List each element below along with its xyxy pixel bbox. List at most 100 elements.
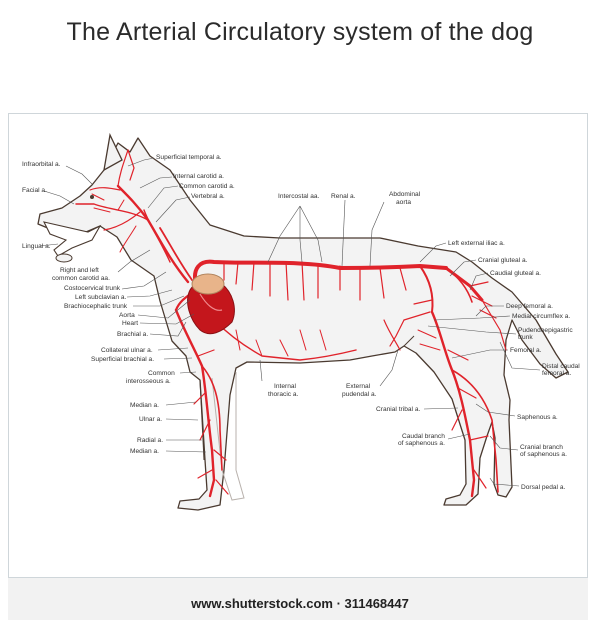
- svg-text:Abdominal: Abdominal: [389, 191, 421, 198]
- svg-text:Radial a.: Radial a.: [137, 437, 163, 444]
- label-radial: Radial a.: [137, 437, 163, 444]
- label-internal-carotid: Internal carotid a.: [173, 173, 224, 180]
- label-text: Internal carotid a.: [173, 173, 224, 180]
- label-text: Internal: [274, 383, 297, 390]
- label-text: Saphenous a.: [517, 414, 558, 421]
- svg-text:thoracic a.: thoracic a.: [268, 391, 299, 398]
- label-pudendoepigastric: Pudendoepigastric trunk: [518, 327, 573, 341]
- tongue: [55, 253, 73, 263]
- svg-text:Internal: Internal: [274, 383, 297, 390]
- footer-panel: [8, 578, 588, 620]
- leader-lines: [39, 157, 541, 487]
- label-intercostal: Intercostal aa.: [278, 193, 320, 200]
- svg-text:Infraorbital a.: Infraorbital a.: [22, 161, 61, 168]
- label-superficial-temporal: Superficial temporal a.: [156, 154, 222, 161]
- svg-text:Median a.: Median a.: [130, 448, 159, 455]
- label-abdominal-aorta: Abdominal aorta: [389, 191, 421, 206]
- label-ulnar: Ulnar a.: [139, 416, 162, 423]
- label-text: Cranial branch: [520, 444, 563, 451]
- label-text: Pudendoepigastric: [518, 327, 573, 334]
- label-cranial-branch-saphenous: Cranial branch of saphenous a.: [520, 444, 567, 458]
- label-text: Aorta: [119, 312, 135, 319]
- dog-body-outline: [37, 137, 569, 511]
- label-text: of saphenous a.: [398, 440, 445, 447]
- label-text: Common: [148, 370, 175, 377]
- label-heart: Heart: [122, 320, 138, 327]
- svg-text:Internal carotid a.: Internal carotid a.: [173, 173, 224, 180]
- label-text: Median a.: [130, 448, 159, 455]
- label-text: Deep femoral a.: [506, 303, 553, 310]
- label-text: thoracic a.: [268, 391, 299, 398]
- label-text: Renal a.: [331, 193, 356, 200]
- label-text: Superficial brachial a.: [91, 356, 154, 363]
- label-text: Radial a.: [137, 437, 163, 444]
- svg-text:Caudial gluteal a.: Caudial gluteal a.: [490, 270, 541, 277]
- svg-text:of saphenous a.: of saphenous a.: [520, 451, 567, 458]
- label-text: common carotid aa.: [52, 275, 110, 282]
- label-text: Lingual a.: [22, 243, 51, 250]
- label-deep-femoral: Deep femoral a.: [506, 303, 553, 310]
- eye: [90, 195, 94, 199]
- label-facial: Facial a.: [22, 187, 47, 194]
- label-text: Left subclavian a.: [75, 294, 126, 301]
- label-text: Abdominal: [389, 191, 421, 198]
- svg-text:Cranial tribal a.: Cranial tribal a.: [376, 406, 421, 413]
- svg-text:Heart: Heart: [122, 320, 138, 327]
- label-text: Left external iliac a.: [448, 240, 505, 247]
- svg-text:Common carotid a.: Common carotid a.: [179, 183, 235, 190]
- hindleg-inner-line: [403, 335, 415, 347]
- svg-text:Distal caudal: Distal caudal: [542, 363, 580, 370]
- label-text: aorta: [396, 199, 411, 206]
- label-caudal-gluteal: Caudial gluteal a.: [490, 270, 541, 277]
- mouth: [42, 221, 102, 257]
- label-lingual: Lingual a.: [22, 243, 51, 250]
- label-distal-caudal-femoral: Distal caudal femoral a.: [542, 363, 580, 377]
- label-text: Brachial a.: [117, 331, 148, 338]
- label-text: Distal caudal: [542, 363, 580, 370]
- label-text: Vertebral a.: [191, 193, 225, 200]
- label-text: pudendal a.: [342, 391, 377, 398]
- label-text: Heart: [122, 320, 138, 327]
- label-brachial: Brachial a.: [117, 331, 148, 338]
- svg-text:Left subclavian a.: Left subclavian a.: [75, 294, 126, 301]
- svg-text:Superficial temporal a.: Superficial temporal a.: [156, 154, 222, 161]
- label-renal: Renal a.: [331, 193, 356, 200]
- svg-text:Aorta: Aorta: [119, 312, 135, 319]
- label-text: Brachiocephalic trunk: [64, 303, 128, 310]
- label-left-subclavian: Left subclavian a.: [75, 294, 126, 301]
- label-dorsal-pedal: Dorsal pedal a.: [521, 484, 566, 491]
- svg-text:Cranial gluteal a.: Cranial gluteal a.: [478, 257, 528, 264]
- label-costocervical: Costocervical trunk: [64, 285, 121, 292]
- label-text: Dorsal pedal a.: [521, 484, 566, 491]
- svg-text:of saphenous a.: of saphenous a.: [398, 440, 445, 447]
- label-internal-thoracic: Internal thoracic a.: [268, 383, 299, 398]
- label-text: Ulnar a.: [139, 416, 162, 423]
- svg-text:Common: Common: [148, 370, 175, 377]
- label-external-pudendal: External pudendal a.: [342, 383, 377, 398]
- label-aorta: Aorta: [119, 312, 135, 319]
- label-text: Right and left: [60, 267, 99, 274]
- foreleg-inner-line: [199, 379, 205, 461]
- label-text: Caudal branch: [402, 433, 445, 440]
- label-text: Median a.: [130, 402, 159, 409]
- ear: [103, 132, 123, 172]
- svg-text:Ulnar a.: Ulnar a.: [139, 416, 162, 423]
- label-text: Intercostal aa.: [278, 193, 320, 200]
- svg-text:Pudendoepigastric: Pudendoepigastric: [518, 327, 573, 334]
- label-cranial-gluteal: Cranial gluteal a.: [478, 257, 528, 264]
- label-text: Costocervical trunk: [64, 285, 121, 292]
- diagram-frame: [8, 113, 588, 578]
- label-text: External: [346, 383, 371, 390]
- svg-text:Facial a.: Facial a.: [22, 187, 47, 194]
- label-vertebral: Vertebral a.: [191, 193, 225, 200]
- label-collateral-ulnar: Collateral ulnar a.: [101, 347, 153, 354]
- svg-text:Left external iliac a.: Left external iliac a.: [448, 240, 505, 247]
- svg-text:Saphenous a.: Saphenous a.: [517, 414, 558, 421]
- label-saphenous: Saphenous a.: [517, 414, 558, 421]
- label-text: Superficial temporal a.: [156, 154, 222, 161]
- svg-text:Costocervical trunk: Costocervical trunk: [64, 285, 121, 292]
- heart: [187, 273, 235, 335]
- svg-text:Deep femoral a.: Deep femoral a.: [506, 303, 553, 310]
- label-femoral: Femoral a.: [510, 347, 542, 354]
- svg-text:External: External: [346, 383, 371, 390]
